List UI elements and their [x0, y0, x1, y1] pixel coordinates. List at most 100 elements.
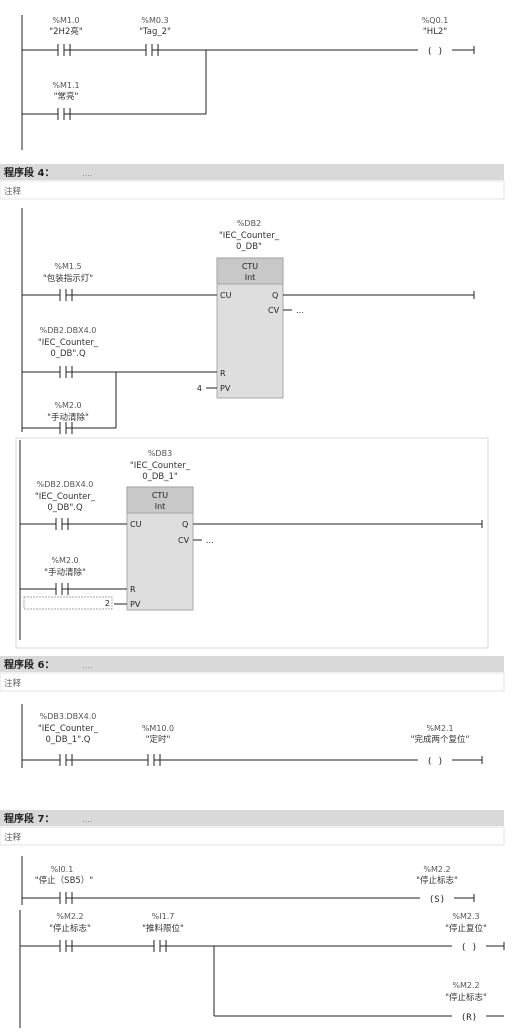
- rung-6: %DB3.DBX4.0 "IEC_Counter_ 0_DB_1".Q %M10…: [21, 704, 483, 768]
- contact-db2-dbx4-0[interactable]: %DB2.DBX4.0 "IEC_Counter_ 0_DB".Q: [35, 480, 96, 530]
- contact-tag-line2: 0_DB".Q: [47, 503, 83, 513]
- db-name-line2: 0_DB": [236, 242, 262, 252]
- pv-input-field[interactable]: 2: [23, 596, 113, 610]
- db-name-line1: "IEC_Counter_: [130, 461, 191, 471]
- contact-address: %M10.0: [142, 724, 174, 733]
- db-name-line1: "IEC_Counter_: [219, 231, 280, 241]
- contact-tag: "常亮": [54, 91, 79, 102]
- contact-address: %DB2.DBX4.0: [37, 480, 94, 489]
- coil-symbol: ( ): [461, 943, 477, 953]
- coil-m2-1[interactable]: ( ) %M2.1 "完成两个复位": [411, 724, 470, 767]
- rung-7a: %I0.1 "停止（SB5）" (S) %M2.2 "停止标志": [21, 856, 475, 905]
- cv-value: ...: [206, 536, 214, 545]
- segment-comment[interactable]: 注释: [4, 832, 22, 843]
- contact-m2-0[interactable]: %M2.0 "手动清除": [44, 556, 86, 595]
- ctu-block-db2[interactable]: CTU Int CU Q CV R PV: [216, 257, 284, 399]
- contact-tag: "定时": [146, 734, 171, 745]
- contact-address: %M1.1: [52, 81, 79, 90]
- contact-db3-dbx4-0[interactable]: %DB3.DBX4.0 "IEC_Counter_ 0_DB_1".Q: [38, 712, 99, 766]
- pin-r: R: [130, 585, 136, 594]
- contact-tag-line2: 0_DB".Q: [50, 349, 86, 359]
- db-name-line2: 0_DB_1": [142, 472, 178, 482]
- coil-tag: "完成两个复位": [411, 734, 470, 745]
- contact-m1-5[interactable]: %M1.5 "包装指示灯": [43, 262, 93, 301]
- contact-tag: "手动清除": [44, 567, 86, 578]
- rung-7b: %M2.2 "停止标志" %I1.7 "推料限位" ( ) %M2.3 "停止复…: [19, 910, 505, 1028]
- pin-cu: CU: [130, 520, 142, 529]
- ctu-block-db3[interactable]: CTU Int CU Q CV R PV: [126, 486, 194, 611]
- db-address: %DB2: [237, 219, 261, 228]
- contact-m0-3[interactable]: %M0.3 "Tag_2": [139, 16, 171, 56]
- rung-5: %DB3 "IEC_Counter_ 0_DB_1" CTU Int CU Q …: [15, 437, 489, 649]
- contact-tag-line1: "IEC_Counter_: [38, 338, 99, 348]
- pin-pv: PV: [130, 600, 141, 609]
- contact-address: %DB3.DBX4.0: [40, 712, 97, 721]
- coil-tag: "停止标志": [445, 992, 487, 1003]
- coil-symbol: (S): [429, 895, 445, 905]
- segment-dots: ....: [82, 169, 92, 178]
- rung-3: %M1.0 "2H2亮" %M0.3 "Tag_2" %M1.1 "常亮" ( …: [21, 15, 475, 150]
- segment-comment[interactable]: 注释: [4, 678, 22, 689]
- coil-q0-1[interactable]: ( ) %Q0.1 "HL2": [422, 16, 449, 57]
- block-type: CTU: [152, 491, 168, 500]
- coil-address: %M2.1: [426, 724, 453, 733]
- contact-tag: "Tag_2": [139, 27, 171, 37]
- segment-6-header[interactable]: 程序段 6： .... 注释: [0, 656, 505, 692]
- contact-address: %M1.5: [54, 262, 81, 271]
- pin-pv: PV: [220, 384, 231, 393]
- contact-address: %M0.3: [141, 16, 168, 25]
- pin-q: Q: [272, 291, 278, 300]
- pin-cv: CV: [268, 306, 280, 315]
- coil-address: %M2.3: [452, 912, 479, 921]
- cv-value: ...: [296, 306, 304, 315]
- pv-value: 2: [105, 599, 110, 608]
- contact-tag: "停止标志": [49, 923, 91, 934]
- segment-7-header[interactable]: 程序段 7： .... 注释: [0, 810, 505, 846]
- coil-address: %M2.2: [452, 981, 479, 990]
- contact-m1-0[interactable]: %M1.0 "2H2亮": [49, 16, 83, 56]
- segment-title: 程序段 7：: [4, 812, 54, 825]
- coil-tag: "停止标志": [416, 875, 458, 886]
- segment-comment[interactable]: 注释: [4, 186, 22, 197]
- pin-cv: CV: [178, 536, 190, 545]
- contact-tag: "包装指示灯": [43, 273, 93, 284]
- contact-address: %M2.2: [56, 912, 83, 921]
- pin-cu: CU: [220, 291, 232, 300]
- contact-tag: "停止（SB5）": [35, 875, 94, 886]
- coil-address: %M2.2: [423, 865, 450, 874]
- contact-m2-0[interactable]: %M2.0 "手动清除": [47, 401, 89, 434]
- segment-4-header[interactable]: 程序段 4： .... 注释: [0, 164, 505, 200]
- block-datatype: Int: [245, 273, 256, 282]
- contact-m2-2[interactable]: %M2.2 "停止标志": [49, 912, 91, 952]
- contact-m1-1[interactable]: %M1.1 "常亮": [52, 81, 80, 120]
- segment-title: 程序段 6：: [4, 658, 54, 671]
- rung-frame: [15, 437, 489, 649]
- rung-4: %DB2 "IEC_Counter_ 0_DB" CTU Int CU Q CV…: [21, 208, 475, 434]
- contact-address: %M2.0: [54, 401, 81, 410]
- coil-symbol: ( ): [427, 47, 443, 57]
- contact-tag: "2H2亮": [49, 26, 83, 37]
- coil-tag: "停止复位": [445, 923, 487, 934]
- pv-value[interactable]: 4: [197, 384, 202, 393]
- contact-i0-1[interactable]: %I0.1 "停止（SB5）": [35, 865, 94, 904]
- contact-tag-line1: "IEC_Counter_: [35, 492, 96, 502]
- contact-address: %I0.1: [51, 865, 74, 874]
- contact-address: %M2.0: [51, 556, 78, 565]
- coil-m2-2-set[interactable]: (S) %M2.2 "停止标志": [416, 865, 458, 905]
- coil-address: %Q0.1: [422, 16, 449, 25]
- contact-address: %M1.0: [52, 16, 79, 25]
- contact-m10-0[interactable]: %M10.0 "定时": [142, 724, 174, 766]
- segment-dots: ....: [82, 661, 92, 670]
- contact-tag-line1: "IEC_Counter_: [38, 724, 99, 734]
- pin-r: R: [220, 369, 226, 378]
- coil-m2-3[interactable]: ( ) %M2.3 "停止复位": [445, 912, 487, 953]
- coil-m2-2-reset[interactable]: (R) %M2.2 "停止标志": [445, 981, 487, 1023]
- coil-symbol: ( ): [427, 757, 443, 767]
- contact-tag: "推料限位": [142, 923, 184, 934]
- db-address: %DB3: [148, 449, 172, 458]
- contact-i1-7[interactable]: %I1.7 "推料限位": [142, 912, 184, 952]
- pin-q: Q: [182, 520, 188, 529]
- contact-db2-dbx4-0[interactable]: %DB2.DBX4.0 "IEC_Counter_ 0_DB".Q: [38, 326, 99, 378]
- coil-symbol: (R): [461, 1013, 477, 1023]
